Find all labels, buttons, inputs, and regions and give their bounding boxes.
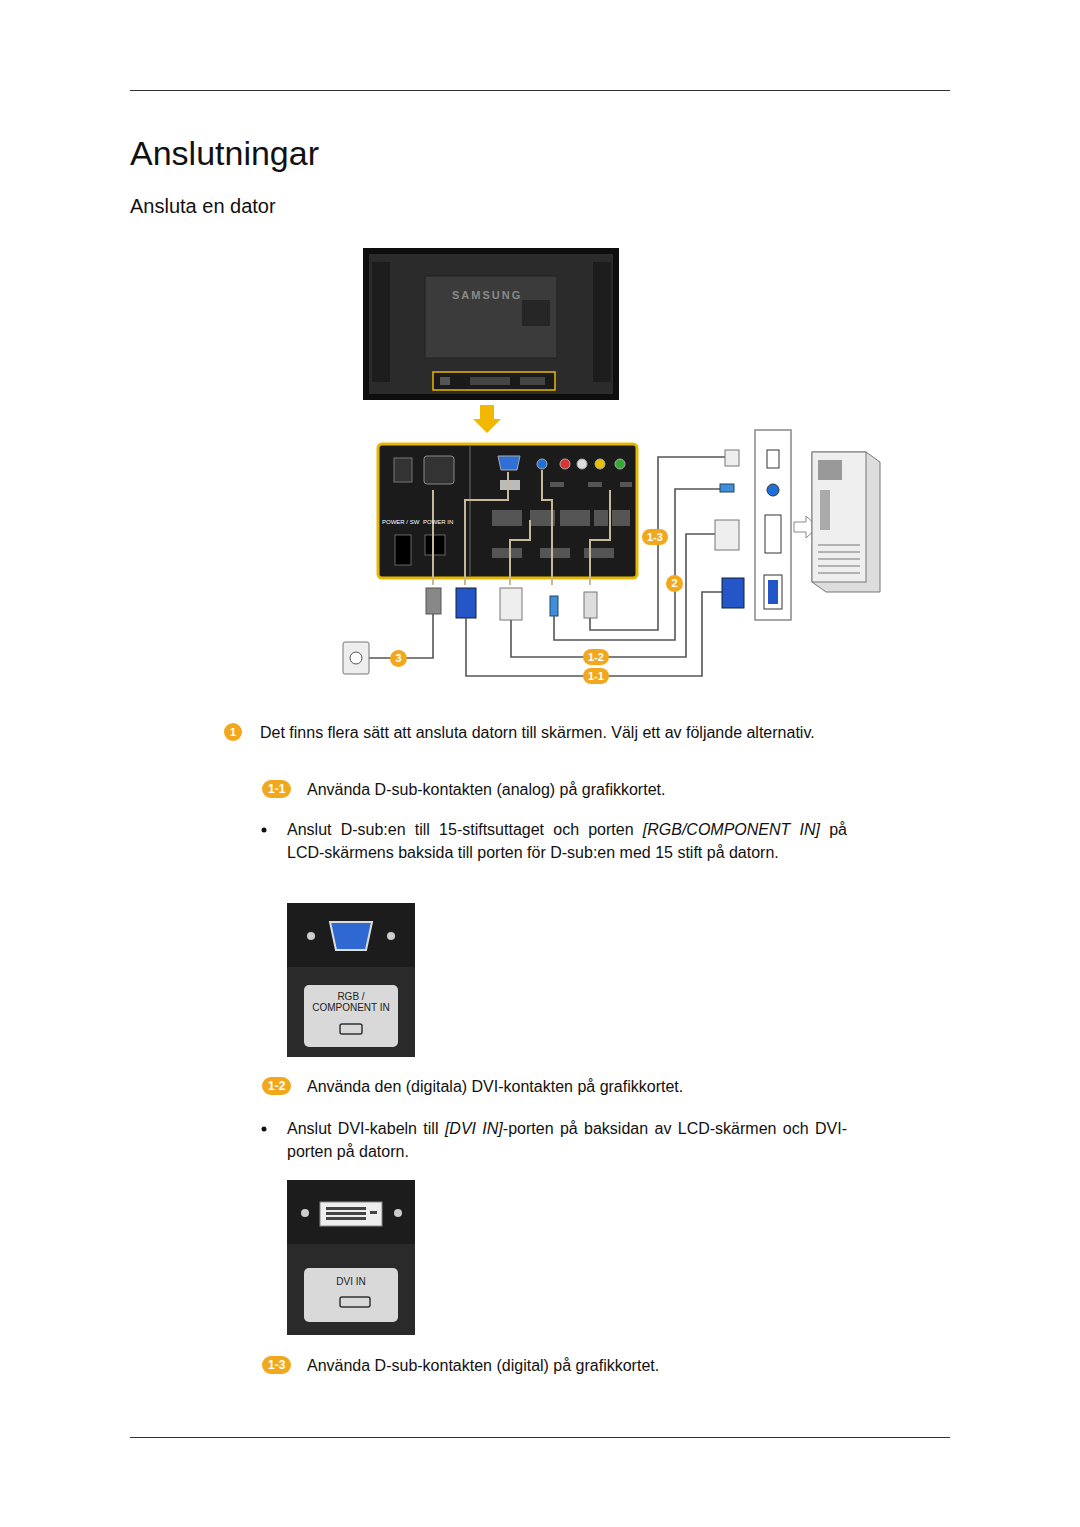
callout-number: 1-2 bbox=[262, 1077, 291, 1095]
callout-number: 2 bbox=[666, 575, 683, 592]
bullet-text: Anslut D-sub:en till 15-stiftsuttaget oc… bbox=[287, 818, 847, 864]
port-name: [RGB/COMPONENT IN] bbox=[643, 821, 820, 838]
option-text: Använda D-sub-kontakten (analog) på graf… bbox=[307, 778, 867, 801]
port-label: POWER IN bbox=[423, 519, 453, 526]
bottom-rule bbox=[130, 1437, 950, 1438]
option-text: Använda D-sub-kontakten (digital) på gra… bbox=[307, 1354, 867, 1377]
body-text: Anslut DVI-kabeln till bbox=[287, 1120, 438, 1137]
callout-number: 1-1 bbox=[583, 668, 609, 684]
port-label: DVI IN bbox=[306, 1276, 396, 1287]
bullet-text: Anslut DVI-kabeln till [DVI IN]-porten p… bbox=[287, 1117, 847, 1163]
section-heading: Ansluta en dator bbox=[130, 194, 276, 218]
callout-number: 1 bbox=[224, 723, 242, 741]
body-text: Anslut D-sub:en till 15-stiftsuttaget oc… bbox=[287, 821, 634, 838]
page-title: Anslutningar bbox=[130, 132, 319, 174]
callout-number: 1-2 bbox=[583, 649, 609, 665]
option-text: Använda den (digitala) DVI-kontakten på … bbox=[307, 1075, 867, 1098]
port-label: RGB / COMPONENT IN bbox=[306, 991, 396, 1013]
callout-number: 1-1 bbox=[262, 780, 291, 798]
port-name: [DVI IN] bbox=[445, 1120, 503, 1137]
callout-number: 1-3 bbox=[642, 529, 668, 545]
callout-number: 3 bbox=[390, 650, 407, 667]
callout-number: 1-3 bbox=[262, 1356, 291, 1374]
brand-logo: SAMSUNG bbox=[452, 289, 522, 301]
body-text: Det finns flera sätt att ansluta datorn … bbox=[260, 721, 850, 744]
port-label: POWER / SW bbox=[382, 519, 419, 526]
top-rule bbox=[130, 90, 950, 91]
